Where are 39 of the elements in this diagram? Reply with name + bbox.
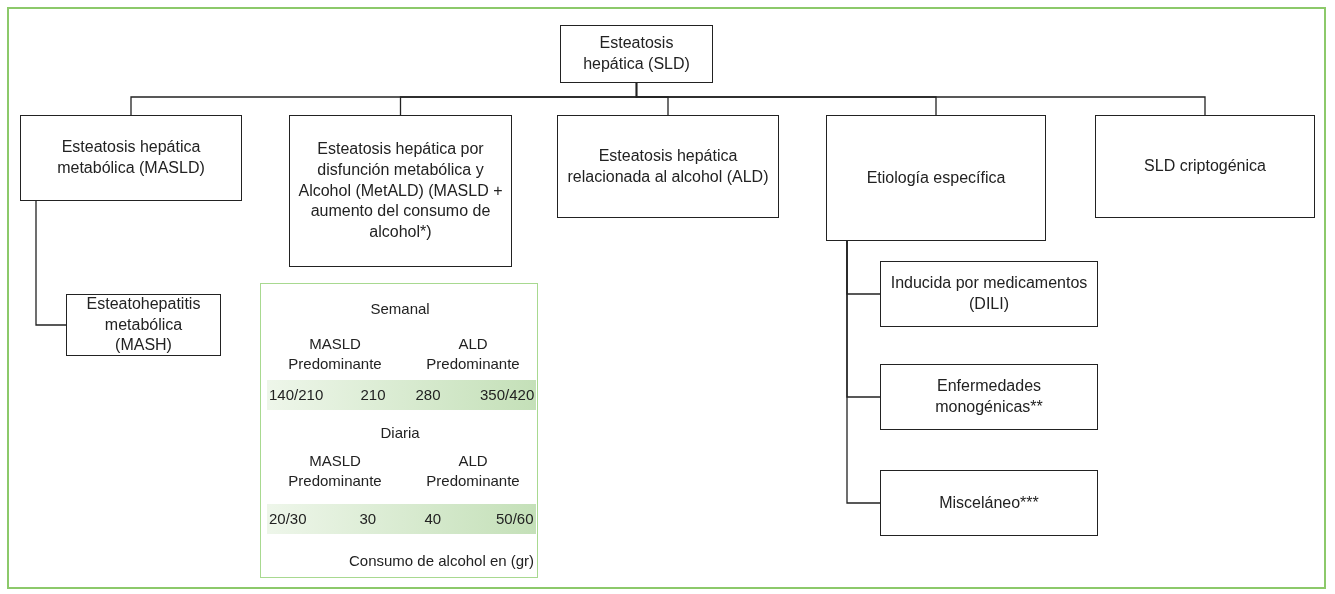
- table-value: 210: [360, 385, 386, 405]
- table-heading: Diaria: [380, 423, 420, 443]
- process-box: [880, 261, 1098, 327]
- note-text: Consumo de alcohol en (gr): [349, 551, 535, 571]
- process-box: [289, 115, 512, 267]
- box-label: Esteatosis hepática por disfunción metabólica y Alcohol (MetALD) (MASLD + aumento del consumo de alcohol*): [298, 139, 503, 243]
- box-label: SLD criptogénica: [1144, 156, 1266, 177]
- process-box: [20, 115, 242, 201]
- table-value: 30: [359, 509, 377, 529]
- table-value: 350/420: [480, 385, 535, 405]
- process-box: [557, 115, 779, 218]
- table-value: 280: [415, 385, 441, 405]
- box-label: Misceláneo***: [939, 492, 1039, 513]
- connector-line: [635, 82, 1206, 116]
- box-label: Etiología específica: [866, 167, 1006, 188]
- box-label: Esteatohepatitis metabólica (MASH): [85, 293, 202, 356]
- box-label: Esteatosis hepática metabólica (MASLD): [56, 137, 206, 178]
- column-header: ALD Predominante: [425, 450, 521, 491]
- process-box: [826, 115, 1046, 241]
- process-box: [1095, 115, 1315, 218]
- column-header: MASLD Predominante: [287, 450, 383, 491]
- table-heading: Semanal: [370, 299, 430, 319]
- process-box: [880, 470, 1098, 536]
- connector-line: [35, 200, 67, 326]
- box-label: Enfermedades monogénicas**: [934, 376, 1044, 417]
- box-label: Esteatosis hepática (SLD): [582, 33, 691, 74]
- table-value: 50/60: [496, 509, 534, 529]
- column-header: MASLD Predominante: [287, 333, 383, 374]
- connector-line: [846, 240, 881, 504]
- process-box: [560, 25, 713, 83]
- table-value: 20/30: [269, 509, 307, 529]
- process-box: [880, 364, 1098, 430]
- process-box: [66, 294, 221, 356]
- column-header: ALD Predominante: [425, 333, 521, 374]
- table-value: 140/210: [269, 385, 324, 405]
- table-value: 40: [424, 509, 442, 529]
- info-panel: [260, 283, 538, 578]
- box-label: Esteatosis hepática relacionada al alcohol (ALD): [566, 145, 770, 187]
- box-label: Inducida por medicamentos (DILI): [889, 273, 1089, 314]
